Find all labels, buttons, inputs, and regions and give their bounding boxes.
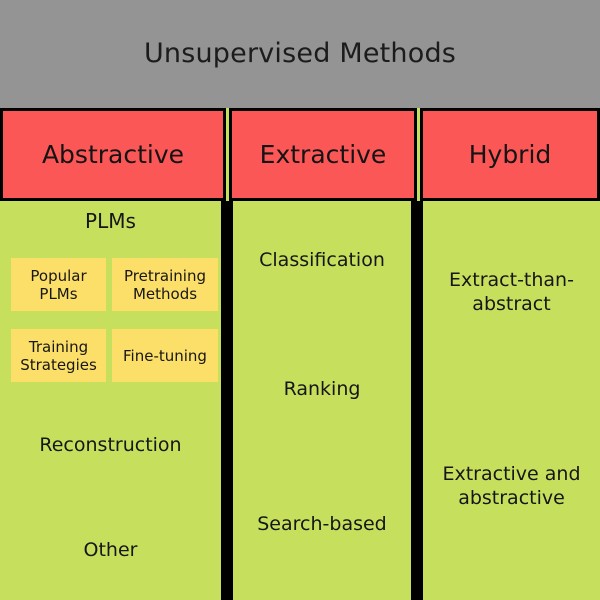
item-search-based: Search-based (257, 513, 387, 535)
item-classification: Classification (259, 249, 385, 271)
subitem-label-fine-tuning: Fine-tuning (123, 346, 207, 365)
item-extractive-and-abstractive: Extractive and abstractive (442, 463, 581, 509)
subitem-label-pretraining-methods: Pretraining Methods (124, 266, 206, 303)
item-other: Other (83, 539, 138, 561)
subitem-fine-tuning[interactable]: Fine-tuning (112, 329, 218, 382)
item-ranking: Ranking (283, 378, 361, 400)
column-divider-right (411, 201, 423, 600)
category-box-hybrid[interactable]: Hybrid (420, 108, 600, 201)
plms-subitem-grid: Popular PLMs Pretraining Methods Trainin… (11, 258, 218, 382)
column-body-extractive: Classification Ranking Search-based (233, 201, 411, 600)
category-box-extractive[interactable]: Extractive (229, 108, 417, 201)
item-extract-than-abstract: Extract-than-abstract (449, 269, 574, 315)
item-reconstruction: Reconstruction (39, 434, 182, 456)
subitem-pretraining-methods[interactable]: Pretraining Methods (112, 258, 218, 311)
subitem-label-popular-plms: Popular PLMs (30, 266, 87, 303)
category-row: Abstractive Extractive Hybrid (0, 108, 600, 201)
category-label-extractive: Extractive (259, 139, 387, 169)
diagram-title: Unsupervised Methods (143, 38, 457, 70)
column-body-hybrid: Extract-than-abstract Extractive and abs… (423, 201, 600, 600)
column-body-abstractive: PLMs Popular PLMs Pretraining Methods Tr… (0, 201, 221, 600)
column-divider-left (221, 201, 233, 600)
diagram-header-band: Unsupervised Methods (0, 0, 600, 108)
group-label-plms: PLMs (85, 209, 136, 233)
category-label-hybrid: Hybrid (468, 139, 552, 169)
category-label-abstractive: Abstractive (41, 139, 185, 169)
subitem-popular-plms[interactable]: Popular PLMs (11, 258, 106, 311)
category-box-abstractive[interactable]: Abstractive (0, 108, 226, 201)
subitem-label-training-strategies: Training Strategies (20, 337, 97, 374)
subitem-training-strategies[interactable]: Training Strategies (11, 329, 106, 382)
